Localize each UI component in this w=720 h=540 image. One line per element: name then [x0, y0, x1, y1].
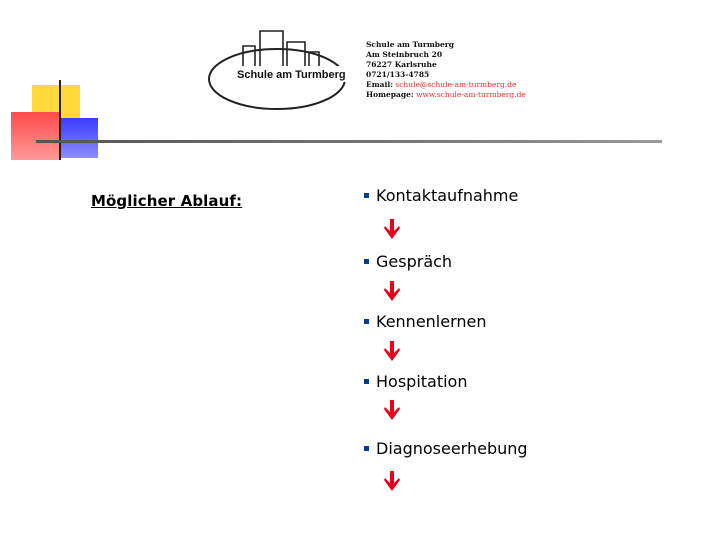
step-item: Kontaktaufnahme	[364, 186, 518, 205]
step-item: Kennenlernen	[364, 312, 487, 331]
homepage-label: Homepage:	[366, 90, 414, 99]
arrow-down-icon	[383, 280, 401, 302]
square-bullet-icon	[364, 193, 369, 198]
step-label: Hospitation	[376, 372, 468, 391]
step-label: Kontaktaufnahme	[376, 186, 519, 205]
address-name: Schule am Turmberg	[366, 40, 454, 49]
email-label: Email:	[366, 80, 393, 89]
arrow-down-icon	[383, 399, 401, 421]
arrow-down-icon	[383, 218, 401, 240]
step-label: Kennenlernen	[376, 312, 487, 331]
logo-text: Schule am Turmberg	[237, 69, 346, 81]
address-city: 76227 Karlsruhe	[366, 60, 437, 69]
homepage-link[interactable]: www.schule-am-turmberg.de	[416, 90, 526, 99]
square-bullet-icon	[364, 379, 369, 384]
address-phone: 0721/133-4785	[366, 70, 430, 79]
decorative-blue-square	[60, 118, 98, 158]
decorative-red-square	[11, 112, 59, 160]
header-divider	[36, 140, 662, 143]
step-item: Diagnoseerhebung	[364, 439, 528, 458]
address-street: Am Steinbruch 20	[366, 50, 443, 59]
page-title: Möglicher Ablauf:	[91, 192, 243, 210]
decorative-vertical-line	[59, 80, 61, 160]
school-logo: Schule am Turmberg	[205, 28, 355, 113]
arrow-down-icon	[383, 470, 401, 492]
school-address: Schule am Turmberg Am Steinbruch 20 7622…	[366, 40, 526, 100]
step-item: Hospitation	[364, 372, 467, 391]
step-label: Diagnoseerhebung	[376, 439, 528, 458]
email-link[interactable]: schule@schule-am-turmberg.de	[395, 80, 517, 89]
square-bullet-icon	[364, 259, 369, 264]
square-bullet-icon	[364, 319, 369, 324]
arrow-down-icon	[383, 340, 401, 362]
step-item: Gespräch	[364, 252, 452, 271]
step-label: Gespräch	[376, 252, 453, 271]
square-bullet-icon	[364, 446, 369, 451]
